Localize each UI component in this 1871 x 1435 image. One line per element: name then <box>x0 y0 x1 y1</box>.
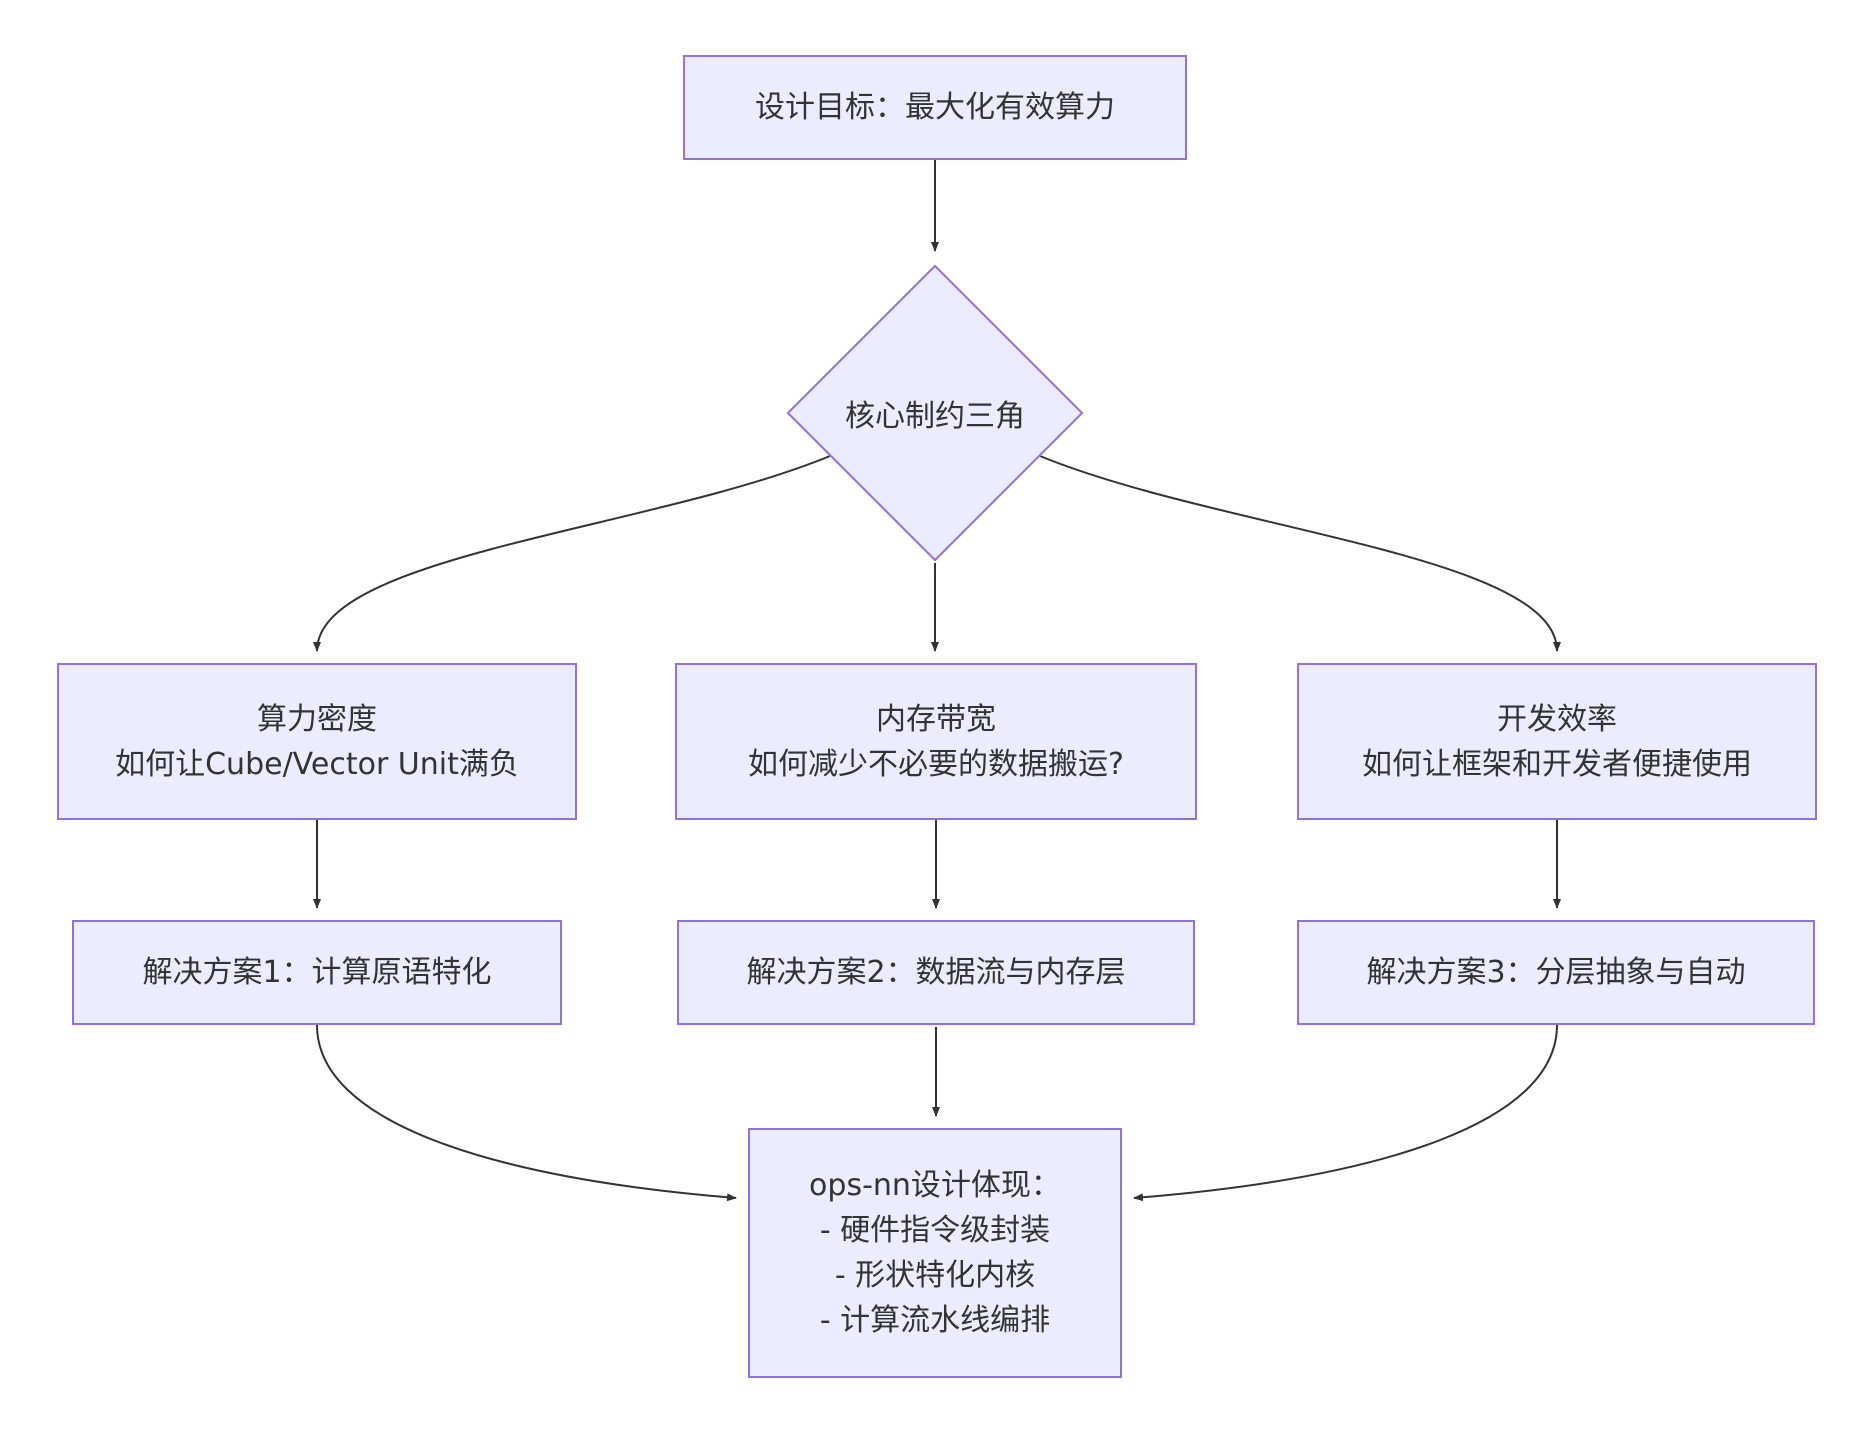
branch-question: 如何让框架和开发者便捷使用 <box>1362 746 1752 782</box>
goal-node: 设计目标：最大化有效算力 <box>683 55 1187 160</box>
result-item: - 计算流水线编排 <box>819 1303 1051 1338</box>
decision-label: 核心制约三角 <box>845 399 1025 434</box>
result-item: - 形状特化内核 <box>834 1258 1036 1293</box>
result-title: ops-nn设计体现： <box>809 1168 1061 1203</box>
edge-sol2-to-result <box>1133 1024 1558 1202</box>
solution-label: 解决方案2：数据流与内存层 <box>746 955 1126 990</box>
branch-question: 如何减少不必要的数据搬运? <box>748 746 1124 782</box>
result-node: ops-nn设计体现： - 硬件指令级封装 - 形状特化内核 - 计算流水线编排 <box>748 1128 1122 1378</box>
edge-decision-to-branch2 <box>1039 455 1561 652</box>
solution-2-node: 解决方案2：数据流与内存层 <box>677 920 1195 1025</box>
decision-node: 核心制约三角 <box>786 263 1084 563</box>
goal-label: 设计目标：最大化有效算力 <box>755 90 1115 125</box>
solution-label: 解决方案1：计算原语特化 <box>142 955 492 990</box>
branch-title: 开发效率 <box>1497 701 1617 737</box>
branch-dev-efficiency-node: 开发效率 如何让框架和开发者便捷使用 <box>1297 663 1817 820</box>
solution-3-node: 解决方案3：分层抽象与自动 <box>1297 920 1815 1025</box>
solution-1-node: 解决方案1：计算原语特化 <box>72 920 562 1025</box>
branch-compute-density-node: 算力密度 如何让Cube/Vector Unit满负 <box>57 663 577 820</box>
branch-title: 算力密度 <box>257 701 377 737</box>
result-item: - 硬件指令级封装 <box>819 1213 1051 1248</box>
edge-decision-to-branch0 <box>313 455 831 652</box>
edge-sol0-to-result <box>316 1024 737 1202</box>
branch-title: 内存带宽 <box>876 701 996 737</box>
solution-label: 解决方案3：分层抽象与自动 <box>1366 955 1746 990</box>
branch-question: 如何让Cube/Vector Unit满负 <box>115 746 519 782</box>
branch-memory-bandwidth-node: 内存带宽 如何减少不必要的数据搬运? <box>675 663 1197 820</box>
